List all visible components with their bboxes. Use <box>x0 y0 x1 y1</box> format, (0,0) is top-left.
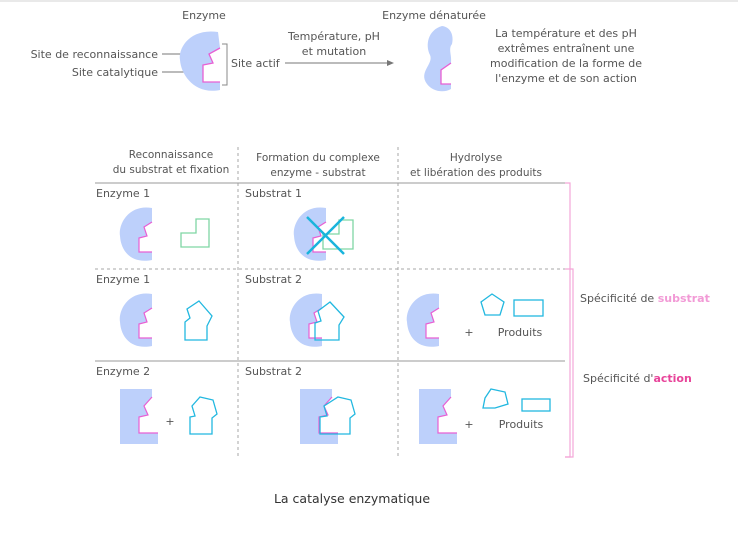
row2-enzyme-label: Enzyme 1 <box>96 273 150 286</box>
note-line-4: l'enzyme et de son action <box>495 72 637 85</box>
figure-caption: La catalyse enzymatique <box>274 491 430 506</box>
arrow-label-line1: Température, pH <box>287 30 380 43</box>
recognition-site-label: Site de reconnaissance <box>31 48 159 61</box>
row2-complex-enzyme-shape <box>289 293 323 347</box>
row2-product-pentagon <box>480 293 505 316</box>
note-line-1: La température et des pH <box>495 27 637 40</box>
mismatch-cross-line-b <box>306 216 345 255</box>
col3-header-line1: Hydrolyse <box>450 152 502 164</box>
note-line-2: extrêmes entraînent une <box>498 42 635 55</box>
substrate-specificity-word: substrat <box>658 292 710 305</box>
row3-products-label: Produits <box>499 418 544 431</box>
row2-enzyme-shape <box>119 293 153 347</box>
row2-product-rectangle <box>513 299 544 317</box>
row3-complex-substrate-shape <box>319 396 356 435</box>
row2-product-enzyme-shape <box>406 293 440 347</box>
active-site-label: Site actif <box>231 57 281 70</box>
top-divider <box>0 0 738 2</box>
col2-header-line1: Formation du complexe <box>256 152 380 164</box>
row3-enzyme-label: Enzyme 2 <box>96 365 150 378</box>
catalytic-site-label: Site catalytique <box>72 66 158 79</box>
row1-enzyme-shape <box>119 207 153 261</box>
denatured-enzyme-shape <box>424 26 453 92</box>
row3-enzyme-shape <box>120 389 158 444</box>
col1-header-line1: Reconnaissance <box>129 149 213 161</box>
substrate2-shape-row3 <box>189 396 218 435</box>
row3-product-rectangle <box>521 398 551 412</box>
note-line-3: modification de la forme de <box>490 57 642 70</box>
row1-enzyme-label: Enzyme 1 <box>96 187 150 200</box>
row3-product-enzyme-shape <box>419 389 457 444</box>
row1-substrate-label: Substrat 1 <box>245 187 302 200</box>
enzyme-shape-top <box>179 31 221 91</box>
enzyme-label: Enzyme <box>182 9 226 22</box>
transformation-arrow-head <box>387 60 394 66</box>
substrate-specificity-label: Spécificité de substrat <box>580 292 710 305</box>
denatured-enzyme-label: Enzyme dénaturée <box>382 9 486 22</box>
row2-plus: + <box>464 326 473 339</box>
row2-products-label: Produits <box>498 326 543 339</box>
row3-plus-1: + <box>165 415 174 428</box>
substrate-specificity-prefix: Spécificité de <box>580 292 658 305</box>
row1-complex-enzyme-shape <box>293 207 327 261</box>
col3-header-line2: et libération des produits <box>410 167 542 179</box>
substrate2-shape-row2 <box>184 300 213 341</box>
col1-header-line2: du substrat et fixation <box>113 164 230 176</box>
action-specificity-bracket <box>565 268 574 458</box>
row1-complex-substrate-shape <box>322 219 354 250</box>
active-site-bracket <box>222 43 228 86</box>
row3-product-pentagon <box>482 388 509 409</box>
action-specificity-label: Spécificité d'action <box>583 372 692 385</box>
substrate-specificity-bracket <box>565 182 571 458</box>
action-specificity-word: action <box>653 372 691 385</box>
row3-complex-enzyme-shape <box>300 389 338 444</box>
row2-substrate-label: Substrat 2 <box>245 273 302 286</box>
row2-complex-substrate-shape <box>314 301 345 341</box>
action-specificity-prefix: Spécificité d' <box>583 372 653 385</box>
substrate1-shape <box>180 218 210 248</box>
row3-substrate-label: Substrat 2 <box>245 365 302 378</box>
arrow-label-line2: et mutation <box>302 45 366 58</box>
col2-header-line2: enzyme - substrat <box>270 167 365 179</box>
row3-plus-2: + <box>464 418 473 431</box>
